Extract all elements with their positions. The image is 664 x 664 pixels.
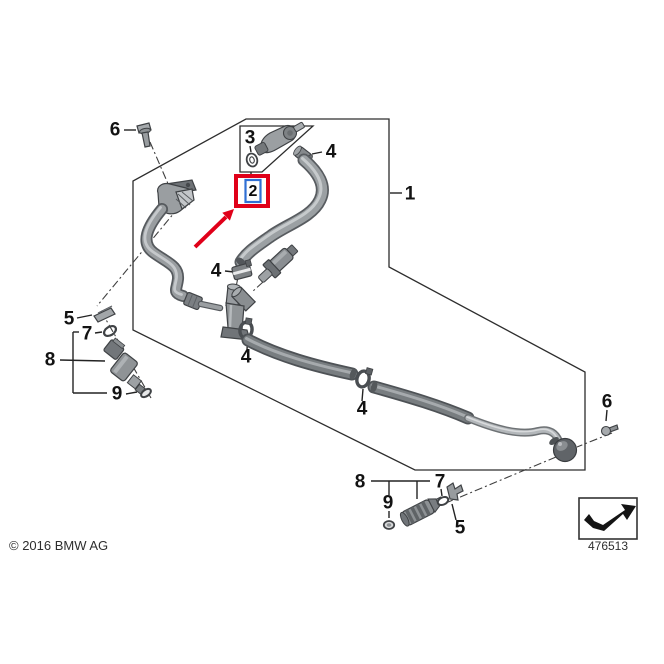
injector-left: [103, 337, 146, 395]
clamp-4b: [231, 259, 253, 281]
o-ring-7-right: [436, 495, 450, 507]
callout-6-right[interactable]: 6: [602, 392, 613, 413]
seal-9-left: [140, 387, 152, 399]
callout-4a[interactable]: 4: [326, 142, 337, 163]
hose-upper: [234, 153, 329, 269]
bolt-6-left: [136, 122, 152, 148]
diagram-boundary: [132, 118, 586, 471]
bolt-6-right: [600, 424, 619, 437]
direction-arrow-icon: [584, 504, 636, 531]
clip-5-left: [93, 305, 116, 323]
callout-5-right[interactable]: 5: [455, 518, 466, 539]
o-ring-3: [245, 152, 259, 168]
callout-2-selected[interactable]: 2: [249, 183, 258, 200]
highlight-arrow: [193, 215, 228, 249]
callout-6-left[interactable]: 6: [110, 120, 121, 141]
leader-lines: [59, 129, 608, 521]
copyright-text: © 2016 BMW AG: [9, 538, 108, 553]
clip-5-right: [446, 482, 464, 501]
highlight-annotation: 2: [193, 174, 270, 249]
callout-7-right[interactable]: 7: [435, 472, 446, 493]
seal-9-right: [382, 520, 396, 530]
clamp-4d: [355, 367, 374, 389]
metal-pipe: [464, 414, 563, 445]
callout-4c[interactable]: 4: [241, 347, 252, 368]
hose-lower-right: [367, 380, 475, 425]
callout-9-right[interactable]: 9: [383, 493, 394, 514]
callout-4b[interactable]: 4: [211, 261, 222, 282]
callout-3[interactable]: 3: [245, 128, 256, 149]
pressure-valve: [258, 244, 299, 283]
callout-9-left[interactable]: 9: [112, 384, 123, 405]
callout-1[interactable]: 1: [405, 184, 416, 205]
callout-4d[interactable]: 4: [357, 399, 368, 420]
nav-arrow-thumbnail[interactable]: 476513: [578, 497, 638, 553]
elbow-fitting-part2: [254, 121, 305, 156]
pipe-end-fitting: [549, 437, 578, 463]
callout-5-left[interactable]: 5: [64, 309, 75, 330]
rail-hose: [140, 203, 189, 302]
highlight-arrowhead: [222, 209, 234, 221]
callout-8-right[interactable]: 8: [355, 472, 366, 493]
callout-8-left[interactable]: 8: [45, 350, 56, 371]
hose-lower-left: [241, 333, 359, 381]
coupling-nut: [183, 291, 224, 312]
drawing-number: 476513: [588, 539, 628, 553]
selection-box: [244, 178, 262, 204]
callout-7-left[interactable]: 7: [82, 324, 93, 345]
o-ring-7-left: [102, 324, 118, 338]
